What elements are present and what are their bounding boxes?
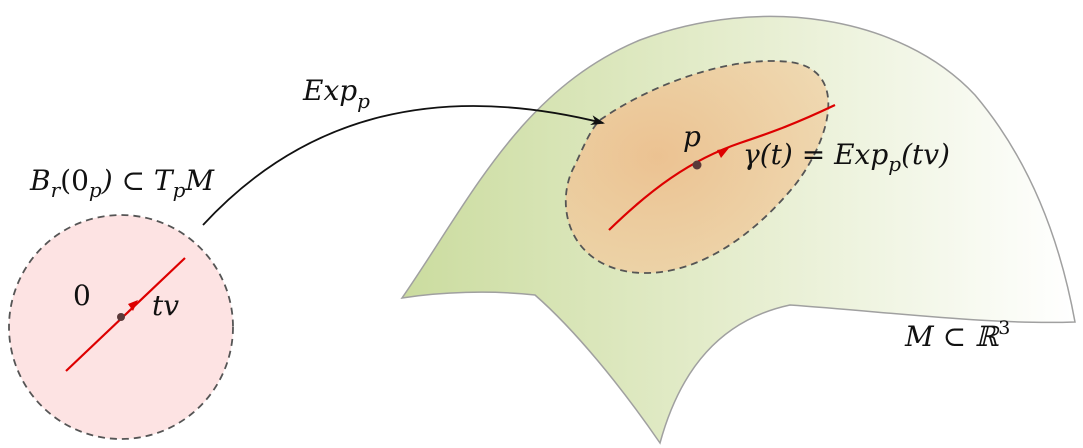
- origin-point: [117, 313, 125, 321]
- point-p-label: p: [683, 120, 701, 153]
- ball-M-text: M: [184, 164, 215, 197]
- manifold-label: M ⊂ ℝ3: [904, 317, 1010, 353]
- tangent-ball: [8, 214, 234, 440]
- ball-subset-text: ) ⊂ T: [101, 164, 175, 197]
- tv-label: tv: [152, 289, 179, 322]
- ball-p2-subscript: p: [173, 178, 186, 202]
- ball-paren-text: (0: [60, 164, 89, 197]
- exp-map-label: Expp: [302, 74, 370, 113]
- geodesic-label: γ(t) = Expp(tv): [743, 138, 950, 176]
- geodesic-arrowhead: [717, 148, 729, 158]
- exp-map-arrow: [202, 105, 605, 226]
- base-point-p: [692, 160, 702, 170]
- manifold-superscript: 3: [998, 317, 1010, 339]
- tangent-vector-segment: [65, 257, 186, 372]
- ball-B-text: B: [29, 164, 51, 197]
- exp-map-text: Exp: [302, 74, 357, 107]
- gamma-p-subscript: p: [888, 152, 901, 176]
- tangent-ball-label: Br(0p) ⊂ TpM: [29, 164, 215, 202]
- tangent-vector-arrowhead: [128, 300, 138, 311]
- geodesic-curve: [608, 104, 836, 231]
- manifold-text: M ⊂ ℝ: [904, 320, 1000, 353]
- origin-label: 0: [73, 279, 91, 312]
- ball-p-subscript: p: [89, 178, 102, 202]
- exp-map-subscript: p: [357, 89, 370, 113]
- gamma-lhs-text: γ(t) = Exp: [743, 138, 888, 171]
- ball-r-subscript: r: [51, 178, 62, 202]
- gamma-rhs-text: (tv): [901, 138, 950, 171]
